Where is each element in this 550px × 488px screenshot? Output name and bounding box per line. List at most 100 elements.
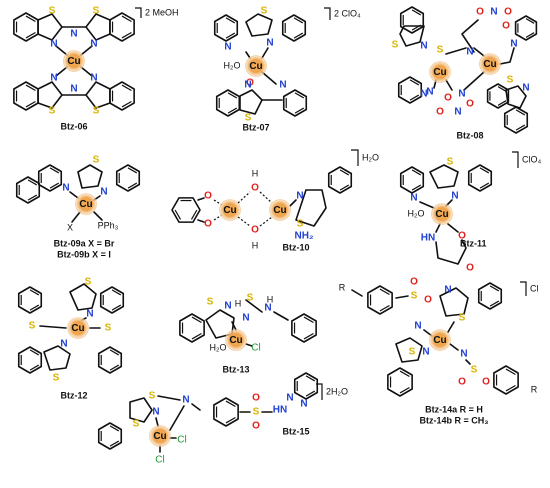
- atom-o: O: [466, 263, 474, 274]
- bond-line: [305, 390, 316, 397]
- bond-path: [15, 176, 41, 204]
- bond-line: [411, 9, 422, 16]
- atom-cu: Cu: [249, 61, 262, 72]
- bond-line: [231, 321, 237, 331]
- bond-line: [259, 191, 273, 204]
- bond-line: [339, 184, 350, 191]
- bond-line: [121, 100, 132, 108]
- bond-line: [303, 316, 314, 324]
- bond-line: [197, 197, 205, 201]
- atom-n: N: [244, 80, 251, 91]
- bond-path: [13, 81, 39, 111]
- atom-cl: Cl: [251, 343, 260, 354]
- bond-line: [294, 92, 305, 99]
- bond-line: [351, 289, 363, 297]
- bond-line: [473, 47, 485, 57]
- atom-cu: Cu: [433, 335, 446, 346]
- atom-n: N: [454, 107, 461, 118]
- atom-o: O: [204, 219, 212, 230]
- bond-line: [379, 288, 390, 296]
- bond-line: [25, 84, 36, 92]
- bond-line: [525, 18, 535, 24]
- atom-n: N: [490, 7, 497, 18]
- solvate-btz06: 2 MeOH: [145, 7, 179, 17]
- atom-cu: Cu: [435, 209, 448, 220]
- bond-line: [447, 223, 459, 233]
- atom-s: S: [29, 321, 36, 332]
- bond-path: [43, 345, 71, 371]
- atom-h2o: H₂O: [224, 60, 241, 70]
- atom-o: O: [476, 7, 484, 18]
- bond-line: [435, 223, 441, 233]
- atom-o: O: [504, 7, 512, 18]
- bond-line: [191, 316, 202, 324]
- bond-path: [499, 47, 515, 65]
- bond-path: [512, 151, 519, 168]
- atom-n: N: [90, 39, 97, 50]
- atom-n: N: [50, 39, 57, 50]
- atom-n: N: [296, 191, 303, 202]
- atom-n: N: [242, 313, 249, 324]
- bond-path: [395, 337, 423, 363]
- bond-path: [503, 106, 529, 134]
- bond-line: [497, 86, 507, 92]
- atom-s: S: [409, 347, 416, 358]
- bond-path: [17, 286, 43, 314]
- bond-line: [463, 71, 485, 91]
- atom-s: S: [49, 106, 56, 117]
- substituent-r: R: [531, 384, 538, 394]
- bond-line: [479, 182, 490, 189]
- bond-path: [493, 365, 519, 395]
- atom-n: N: [420, 89, 427, 100]
- atom-n: N: [414, 321, 421, 332]
- atom-s: S: [459, 313, 466, 324]
- atom-o: O: [502, 21, 510, 32]
- atom-o: O: [252, 393, 260, 404]
- bond-line: [111, 304, 122, 311]
- bond-path: [477, 282, 503, 310]
- bond-line: [479, 167, 490, 174]
- atom-n: N: [451, 191, 458, 202]
- atom-n: N: [460, 349, 467, 360]
- atom-s: S: [105, 323, 112, 334]
- bond-line: [261, 71, 277, 85]
- atom-s: S: [53, 373, 60, 384]
- atom-n: N: [300, 399, 307, 410]
- bond-line: [409, 94, 420, 101]
- atom-cu: Cu: [79, 199, 92, 210]
- atom-cu: Cu: [229, 335, 242, 346]
- atom-s: S: [392, 40, 399, 51]
- bond-path: [37, 164, 63, 192]
- bond-path: [171, 197, 201, 223]
- bond-path: [316, 383, 323, 400]
- bond-path: [367, 285, 393, 315]
- atom-n: N: [426, 87, 433, 98]
- bond-line: [261, 47, 269, 59]
- bond-path: [245, 13, 273, 37]
- copper-center-sphere: [431, 203, 453, 225]
- bond-line: [213, 199, 223, 206]
- atom-cu: Cu: [433, 67, 446, 78]
- atom-o: O: [251, 183, 259, 194]
- atom-n: N: [182, 395, 189, 406]
- label-btz15: Btz-15: [282, 426, 309, 436]
- copper-center-sphere: [149, 425, 171, 447]
- copper-center-sphere: [269, 199, 291, 221]
- bond-line: [127, 182, 138, 189]
- bond-line: [449, 343, 459, 351]
- bond-line: [505, 368, 516, 376]
- bond-line: [80, 66, 93, 77]
- bond-path: [429, 164, 459, 189]
- bond-line: [80, 45, 93, 56]
- atom-o: O: [251, 225, 259, 236]
- atom-cu: Cu: [153, 431, 166, 442]
- bond-path: [109, 81, 135, 111]
- atom-n: N: [279, 80, 286, 91]
- atom-n: N: [152, 407, 159, 418]
- bond-line: [259, 216, 273, 227]
- bond-path: [97, 422, 123, 450]
- label-btz14b: Btz-14b R = CH₃: [420, 415, 489, 425]
- bond-path: [37, 13, 63, 41]
- bond-line: [93, 211, 103, 221]
